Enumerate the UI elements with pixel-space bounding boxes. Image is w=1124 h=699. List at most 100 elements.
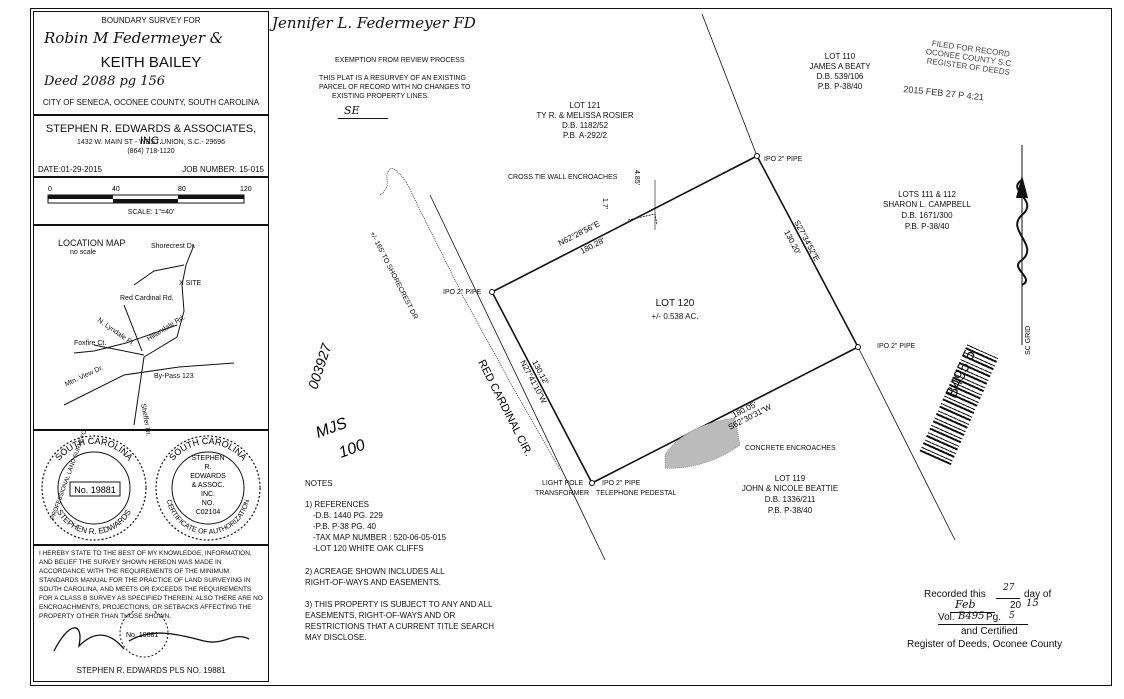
lot119-pb: P.B. P-38/40	[767, 506, 813, 515]
note-3-line-1: 3) THIS PROPERTY IS SUBJECT TO ANY AND A…	[305, 600, 493, 609]
scale-tick-0: 0	[48, 186, 52, 193]
dim-4-85: 4.85'	[633, 170, 640, 185]
note-1-ref-1: -D.B. 1440 PG. 229	[313, 511, 383, 520]
lot119-owner: JOHN & NICOLE BEATTIE	[741, 484, 839, 493]
lot111-label: LOTS 111 & 112	[898, 190, 956, 199]
surveyor-signer: STEPHEN R. EDWARDS PLS NO. 19881	[76, 666, 226, 675]
exemption-signature-line	[338, 118, 388, 119]
light-pole-label: LIGHT POLE	[542, 480, 584, 487]
note-3-line-4: MAY DISCLOSE.	[305, 633, 367, 642]
lot119-db: D.B. 1336/211	[764, 495, 816, 504]
recorded-year: 15	[1026, 598, 1039, 609]
seal-right-line4: & ASSOC.	[192, 482, 225, 489]
surveyor-seal: SOUTH CAROLINA STEPHEN R. EDWARDS No. 19…	[41, 430, 261, 541]
scale-label: SCALE: 1"=40'	[127, 209, 175, 216]
recorded-pg: Pg.	[986, 612, 1002, 623]
firm-phone: (864) 718-1120	[127, 148, 175, 155]
transformer-label: TRANSFORMER	[535, 490, 590, 497]
seal-right-line5: INC.	[201, 491, 215, 498]
seal-right-line2: R.	[205, 464, 212, 471]
recorded-day-of: day of	[1024, 589, 1052, 600]
lot120-area: +/- 0.538 AC.	[651, 312, 699, 321]
recorded-day: 27	[1003, 583, 1015, 593]
note-2-line-2: RIGHT-OF-WAYS AND EASEMENTS.	[305, 578, 442, 587]
recorded-certified: and Certified	[961, 626, 1018, 637]
ipo-top-label: IPO 2" PIPE	[764, 156, 803, 163]
note-1-ref-2: -P.B. P-38 PG. 40	[313, 522, 376, 531]
notes-title: NOTES	[305, 479, 333, 488]
dim-1-7: 1.7'	[601, 198, 608, 209]
grid-label: SC GRID	[1025, 326, 1032, 355]
note-3-line-3: RESTRICTIONS THAT A CURRENT TITLE SEARCH	[305, 622, 495, 631]
recorded-vol: Vol.	[938, 612, 955, 623]
handwritten-100: 100	[337, 437, 368, 462]
location-map: LOCATION MAP no scale Shorecrest Dr. X S…	[33, 224, 269, 437]
recorded-month: Feb	[955, 598, 976, 611]
road-distance: +/- 165' TO SHORECREST DR	[368, 231, 418, 321]
scale-tick-120: 120	[240, 186, 252, 193]
map-label-bypass: By-Pass 123	[154, 373, 194, 380]
telephone-label: TELEPHONE PEDESTAL	[596, 490, 677, 497]
firm-address: 1432 W. MAIN ST - WEST UNION, S.C.- 2969…	[77, 139, 225, 146]
certification-text: I HEREBY STATE TO THE BEST OF MY KNOWLED…	[39, 550, 263, 620]
seal-right-line1: STEPHEN	[191, 455, 224, 462]
map-label-shorecrest: Shorecrest Dr.	[151, 243, 196, 250]
certification-block: I HEREBY STATE TO THE BEST OF MY KNOWLED…	[33, 544, 269, 682]
job-number: JOB NUMBER: 15-015	[182, 165, 264, 174]
lot121-pb: P.B. A-292/2	[563, 131, 607, 140]
lot111-owner: SHARON L. CAMPBELL	[882, 200, 972, 209]
location-map-roads	[63, 244, 235, 426]
recorded-vol-line	[938, 624, 1028, 625]
lot110-label: LOT 110	[824, 52, 856, 61]
pin-top	[754, 153, 760, 159]
ipo-left-label: IPO 2" PIPE	[443, 289, 482, 296]
lot121-label: LOT 121	[569, 101, 601, 110]
seal-right-line7: C02104	[196, 509, 221, 516]
note-1: 1) REFERENCES	[305, 500, 370, 509]
note-3-line-2: EASEMENTS, RIGHT-OF-WAYS AND OR	[305, 611, 456, 620]
survey-for-label: BOUNDARY SURVEY FOR	[101, 16, 201, 25]
scale-tick-80: 80	[178, 186, 186, 193]
scale-block: 0 40 80 120 SCALE: 1"=40'	[33, 176, 269, 226]
concrete-note: CONCRETE ENCROACHES	[745, 445, 836, 452]
exemption-line1: THIS PLAT IS A RESURVEY OF AN EXISTING	[319, 75, 466, 82]
location-map-title: LOCATION MAP	[58, 238, 126, 248]
recorded-day-line	[996, 598, 1020, 599]
scale-bar: 0 40 80 120	[47, 186, 252, 204]
surveyor-signature: No. 19881	[53, 611, 250, 658]
exemption-title: EXEMPTION FROM REVIEW PROCESS	[335, 57, 465, 64]
handwritten-number: 003927	[305, 340, 335, 391]
pin-left	[489, 289, 495, 295]
title-block: BOUNDARY SURVEY FOR Robin M Federmeyer &…	[33, 11, 269, 116]
firm-name: STEPHEN R. EDWARDS & ASSOCIATES, INC.	[45, 123, 257, 147]
lot111-pb: P.B. P-38/40	[904, 222, 950, 231]
exemption-line3: EXISTING PROPERTY LINES.	[332, 93, 429, 100]
distance-north: 180.28'	[579, 236, 607, 256]
pin-right	[855, 344, 861, 350]
lot110-pb: P.B. P-38/40	[817, 82, 863, 91]
handwritten-header: Jennifer L. Federmeyer FD	[272, 14, 476, 32]
note-2-line-1: 2) ACREAGE SHOWN INCLUDES ALL	[305, 567, 445, 576]
scale-tick-40: 40	[112, 186, 120, 193]
recorded-year-prefix: 20	[1010, 600, 1022, 611]
survey-date: DATE:01-29-2015	[38, 165, 102, 174]
handwritten-owner-name: Robin M Federmeyer &	[44, 29, 224, 47]
firm-block: STEPHEN R. EDWARDS & ASSOCIATES, INC. 14…	[33, 114, 269, 178]
owner-name: KEITH BAILEY	[100, 54, 202, 71]
seals-block: SOUTH CAROLINA STEPHEN R. EDWARDS No. 19…	[33, 429, 269, 546]
recorded-vol-hand: B495	[958, 611, 985, 622]
survey-location: CITY OF SENECA, OCONEE COUNTY, SOUTH CAR…	[42, 98, 260, 107]
exemption-initials: SE	[344, 104, 360, 117]
map-label-red-cardinal: Red Cardinal Rd.	[120, 295, 174, 302]
lot121-db: D.B. 1182/52	[561, 121, 609, 130]
pin-bottom	[589, 480, 595, 486]
location-map-noscale: no scale	[70, 249, 97, 256]
note-1-ref-3: -TAX MAP NUMBER : 520-06-05-015	[313, 533, 447, 542]
seal-left-number: No. 19881	[74, 485, 116, 495]
seal-right-line3: EDWARDS	[190, 473, 226, 480]
register-of-deeds: Register of Deeds, Oconee County	[907, 639, 1063, 650]
seal-right-line6: NO.	[202, 500, 215, 507]
map-label-foxfire: Foxfire Ct.	[74, 340, 107, 347]
lot110-owner: JAMES A BEATY	[809, 62, 871, 71]
